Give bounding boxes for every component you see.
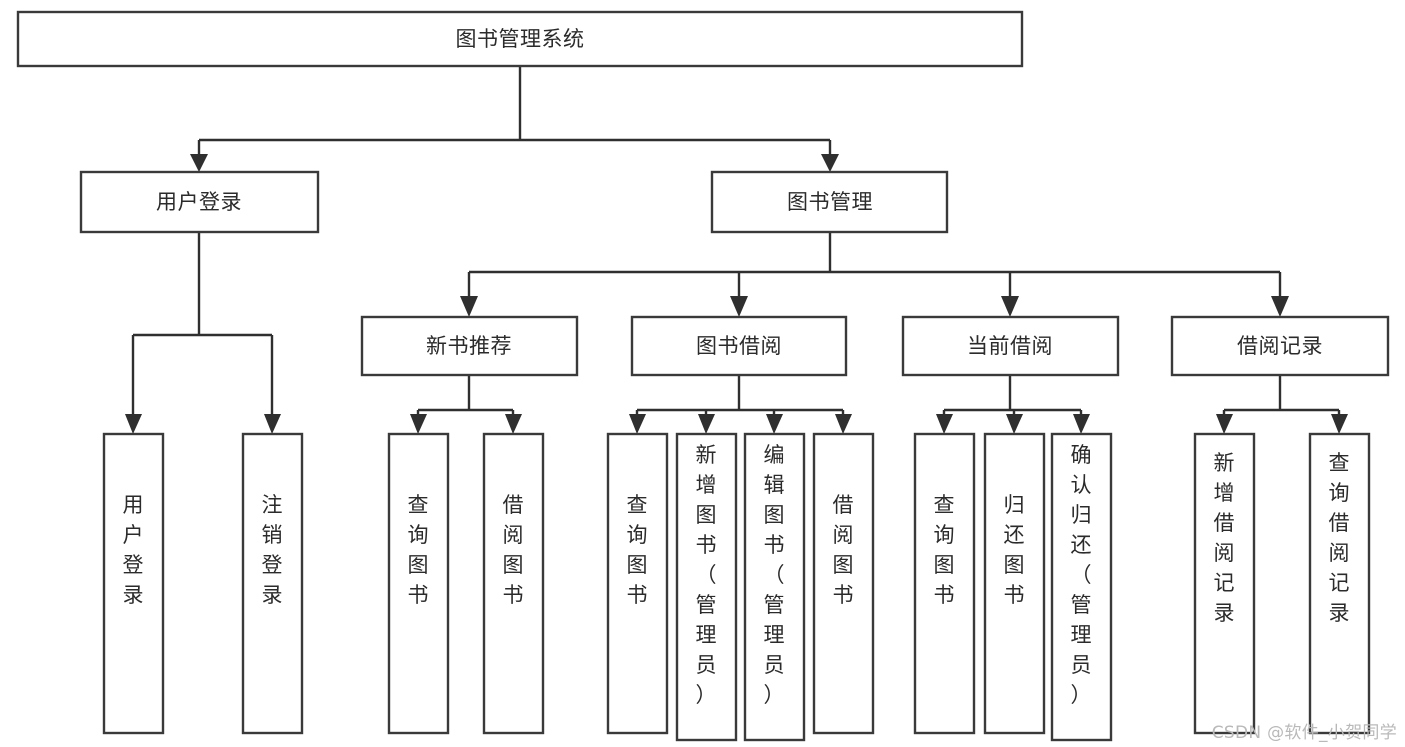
leaf-add-book-admin[interactable]: 新增图书（管理员） bbox=[675, 432, 738, 742]
leaf-confirm-return-admin-rect[interactable] bbox=[1050, 432, 1113, 742]
arrow-head-leaf-confirm-return-admin bbox=[1073, 414, 1090, 434]
node-book-manage[interactable]: 图书管理 bbox=[710, 170, 949, 234]
leaf-query-book-current[interactable]: 查询图书 bbox=[913, 432, 976, 735]
node-current-borrow-label: 当前借阅 bbox=[967, 334, 1053, 358]
node-borrow-record-label: 借阅记录 bbox=[1237, 334, 1323, 358]
leaf-edit-book-admin[interactable]: 编辑图书（管理员） bbox=[743, 432, 806, 742]
arrow-head-leaf-user-logout bbox=[264, 414, 281, 434]
connector-group-new-book-recommend bbox=[410, 375, 522, 434]
arrow-head-leaf-query-book-rec bbox=[410, 414, 427, 434]
leaf-borrow-book-rec[interactable]: 借阅图书 bbox=[482, 432, 545, 735]
arrow-head-leaf-query-borrow-record bbox=[1331, 414, 1348, 434]
node-user-login[interactable]: 用户登录 bbox=[79, 170, 320, 234]
node-root-label: 图书管理系统 bbox=[456, 27, 585, 51]
node-new-book-recommend-label: 新书推荐 bbox=[426, 334, 512, 358]
leaf-user-login-label: 用户登录 bbox=[123, 493, 144, 607]
node-root-rect[interactable] bbox=[16, 10, 1024, 68]
leaf-add-borrow-record-label: 新增借阅记录 bbox=[1214, 451, 1235, 625]
leaf-add-borrow-record-rect[interactable] bbox=[1193, 432, 1256, 735]
leaf-user-logout[interactable]: 注销登录 bbox=[241, 432, 304, 735]
leaf-user-logout-rect[interactable] bbox=[241, 432, 304, 735]
node-root[interactable]: 图书管理系统 bbox=[16, 10, 1024, 68]
connector-group-book-borrow bbox=[629, 375, 852, 434]
node-book-borrow-label: 图书借阅 bbox=[696, 334, 782, 358]
arrow-head-leaf-add-borrow-record bbox=[1216, 414, 1233, 434]
leaf-query-book-borrow[interactable]: 查询图书 bbox=[606, 432, 669, 735]
node-new-book-recommend-rect[interactable] bbox=[360, 315, 579, 377]
leaf-query-book-current-rect[interactable] bbox=[913, 432, 976, 735]
leaf-add-borrow-record[interactable]: 新增借阅记录 bbox=[1193, 432, 1256, 735]
node-book-borrow-rect[interactable] bbox=[630, 315, 848, 377]
arrow-head-leaf-borrow-book-rec bbox=[505, 414, 522, 434]
leaf-confirm-return-admin[interactable]: 确认归还（管理员） bbox=[1050, 432, 1113, 742]
node-book-manage-label: 图书管理 bbox=[787, 190, 873, 214]
leaf-return-book-label: 归还图书 bbox=[1004, 493, 1025, 607]
leaf-query-borrow-record[interactable]: 查询借阅记录 bbox=[1308, 432, 1371, 735]
leaf-user-logout-label: 注销登录 bbox=[262, 493, 283, 607]
leaf-query-book-borrow-rect[interactable] bbox=[606, 432, 669, 735]
leaf-edit-book-admin-rect[interactable] bbox=[743, 432, 806, 742]
arrow-head-leaf-return-book bbox=[1006, 414, 1023, 434]
leaf-query-borrow-record-rect[interactable] bbox=[1308, 432, 1371, 735]
leaf-add-book-admin-rect[interactable] bbox=[675, 432, 738, 742]
leaf-query-book-borrow-label: 查询图书 bbox=[627, 493, 648, 607]
leaf-return-book[interactable]: 归还图书 bbox=[983, 432, 1046, 735]
leaf-borrow-book[interactable]: 借阅图书 bbox=[812, 432, 875, 735]
leaf-query-book-rec[interactable]: 查询图书 bbox=[387, 432, 450, 735]
arrow-head-current-borrow bbox=[1001, 296, 1019, 317]
leaf-add-book-admin-label: 新增图书（管理员） bbox=[696, 443, 717, 707]
leaf-borrow-book-rec-rect[interactable] bbox=[482, 432, 545, 735]
arrow-head-new-book-recommend bbox=[460, 296, 478, 317]
arrow-head-leaf-borrow-book bbox=[835, 414, 852, 434]
node-user-login-rect[interactable] bbox=[79, 170, 320, 234]
node-book-borrow[interactable]: 图书借阅 bbox=[630, 315, 848, 377]
node-user-login-label: 用户登录 bbox=[156, 190, 242, 214]
leaf-user-login-rect[interactable] bbox=[102, 432, 165, 735]
connector-group-user-login bbox=[125, 232, 281, 434]
leaf-user-login[interactable]: 用户登录 bbox=[102, 432, 165, 735]
leaf-query-book-rec-label: 查询图书 bbox=[408, 493, 429, 607]
leaf-return-book-rect[interactable] bbox=[983, 432, 1046, 735]
connector-group-current-borrow bbox=[936, 375, 1090, 434]
connector-group-borrow-record bbox=[1216, 375, 1348, 434]
leaf-query-borrow-record-label: 查询借阅记录 bbox=[1329, 451, 1350, 625]
leaf-query-book-rec-rect[interactable] bbox=[387, 432, 450, 735]
leaf-borrow-book-rect[interactable] bbox=[812, 432, 875, 735]
node-borrow-record-rect[interactable] bbox=[1170, 315, 1390, 377]
arrow-head-user-login bbox=[190, 154, 208, 172]
arrow-head-book-manage bbox=[821, 154, 839, 172]
leaf-borrow-book-label: 借阅图书 bbox=[833, 493, 854, 607]
csdn-watermark: CSDN @软件_小贺同学 bbox=[1211, 723, 1397, 743]
node-new-book-recommend[interactable]: 新书推荐 bbox=[360, 315, 579, 377]
node-book-manage-rect[interactable] bbox=[710, 170, 949, 234]
arrow-head-borrow-record bbox=[1271, 296, 1289, 317]
leaf-edit-book-admin-label: 编辑图书（管理员） bbox=[764, 443, 785, 707]
arrow-head-leaf-add-book-admin bbox=[698, 414, 715, 434]
node-current-borrow[interactable]: 当前借阅 bbox=[901, 315, 1120, 377]
leaf-query-book-current-label: 查询图书 bbox=[934, 493, 955, 607]
node-borrow-record[interactable]: 借阅记录 bbox=[1170, 315, 1390, 377]
leaf-confirm-return-admin-label: 确认归还（管理员） bbox=[1071, 443, 1092, 707]
arrow-head-leaf-query-book-current bbox=[936, 414, 953, 434]
leaf-borrow-book-rec-label: 借阅图书 bbox=[503, 493, 524, 607]
node-current-borrow-rect[interactable] bbox=[901, 315, 1120, 377]
arrow-head-book-borrow bbox=[730, 296, 748, 317]
arrow-head-leaf-edit-book-admin bbox=[766, 414, 783, 434]
arrow-head-leaf-query-book-borrow bbox=[629, 414, 646, 434]
connector-group-root bbox=[190, 66, 839, 172]
connector-group-book-manage bbox=[460, 232, 1289, 317]
arrow-head-leaf-user-login bbox=[125, 414, 142, 434]
